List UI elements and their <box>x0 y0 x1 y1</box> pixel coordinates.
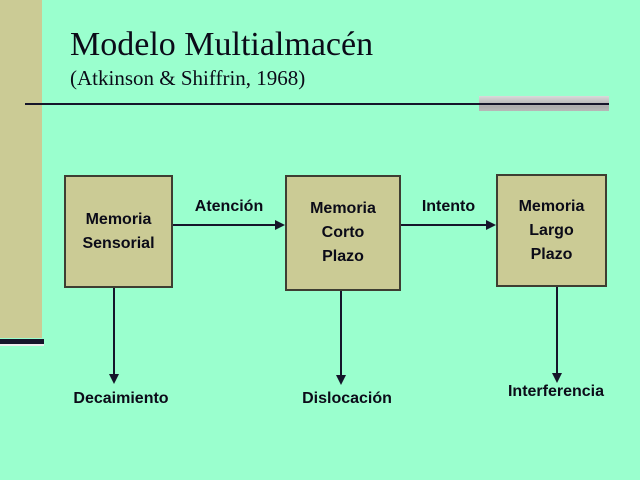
box-label-memoria-largo-plazo: Memoria Largo Plazo <box>518 197 585 263</box>
box-label-memoria-sensorial: Memoria Sensorial <box>82 210 155 252</box>
slide-subtitle: (Atkinson & Shiffrin, 1968) <box>70 66 306 90</box>
arrow-atencion-line <box>173 224 277 226</box>
arrow-atencion-head-icon <box>275 220 285 230</box>
arrow-interferencia-head-icon <box>552 373 562 383</box>
transition-label-intento: Intento <box>421 198 476 215</box>
arrow-intento-head-icon <box>486 220 496 230</box>
left-accent-bar <box>0 0 42 338</box>
arrow-decaimiento-line <box>113 288 115 374</box>
box-memoria-sensorial: Memoria Sensorial <box>64 175 173 288</box>
arrow-decaimiento-head-icon <box>109 374 119 384</box>
arrow-dislocacion-line <box>340 291 342 375</box>
arrow-dislocacion-head-icon <box>336 375 346 385</box>
left-accent-bar-underline <box>0 339 44 344</box>
left-accent-bar-underline-highlight <box>0 344 44 346</box>
arrow-interferencia-line <box>556 287 558 373</box>
loss-label-decaimiento: Decaimiento <box>73 390 169 407</box>
transition-label-atencion: Atención <box>194 198 264 215</box>
slide-title: Modelo Multialmacén <box>70 26 374 63</box>
box-label-memoria-corto-plazo: Memoria Corto Plazo <box>310 200 376 265</box>
loss-label-dislocacion: Dislocación <box>302 390 392 407</box>
loss-label-interferencia: Interferencia <box>507 383 605 400</box>
box-memoria-corto-plazo: Memoria Corto Plazo <box>285 175 401 291</box>
title-divider-line <box>25 103 609 105</box>
box-memoria-largo-plazo: Memoria Largo Plazo <box>496 174 607 287</box>
arrow-intento-line <box>401 224 487 226</box>
